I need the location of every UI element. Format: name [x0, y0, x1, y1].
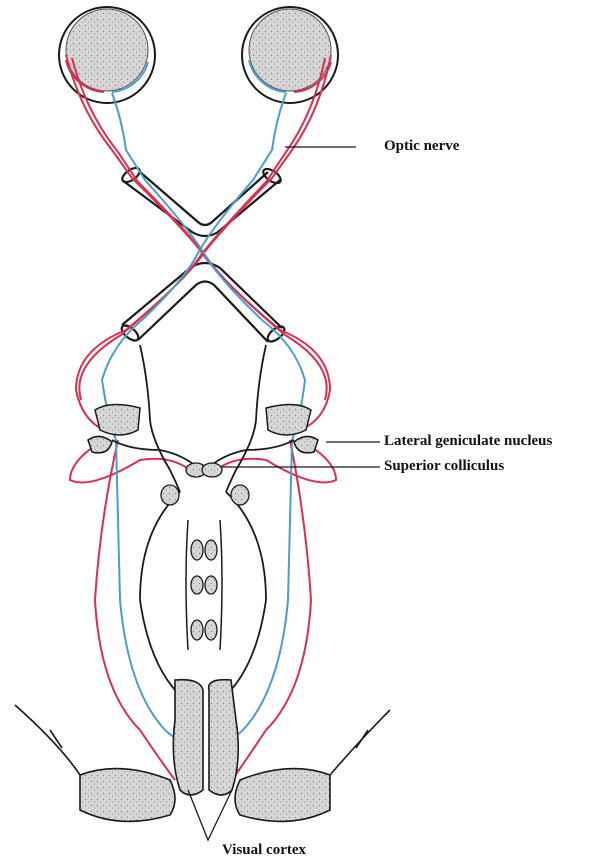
visual-cortex-label: Visual cortex	[222, 842, 306, 859]
superior-colliculus-label: Superior colliculus	[384, 458, 504, 475]
left-lateral-geniculate-nucleus	[88, 404, 140, 452]
left-eye	[59, 7, 155, 103]
visual-cortex-region	[15, 680, 390, 822]
midbrain-nuclei	[161, 485, 249, 640]
optic-tracts	[112, 345, 294, 700]
lateral-geniculate-nucleus-label: Lateral geniculate nucleus	[384, 433, 552, 450]
optic-nerve-label: Optic nerve	[384, 138, 459, 155]
superior-colliculus	[186, 463, 222, 477]
right-eye	[242, 7, 338, 103]
